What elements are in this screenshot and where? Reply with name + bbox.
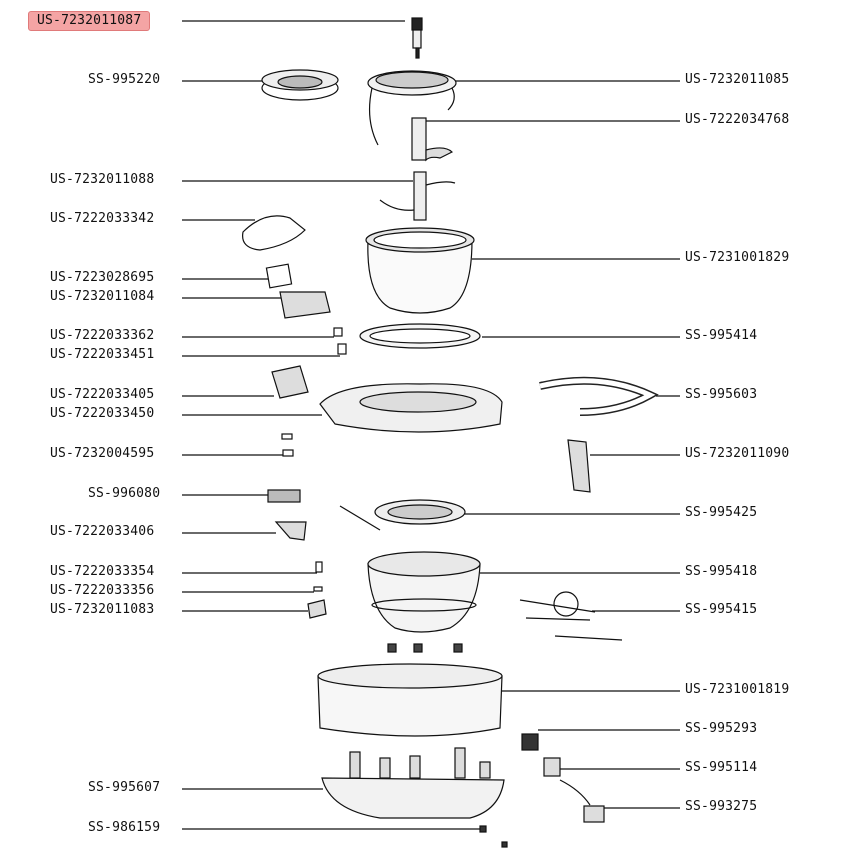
part-label-us-7223028695[interactable]: US-7223028695 [50,270,155,285]
connector-block-part [274,521,307,541]
outer-shell-part [317,663,503,737]
part-label-us-7232011085[interactable]: US-7232011085 [685,72,790,87]
foot-c-part [453,643,463,653]
part-label-ss-995603[interactable]: SS-995603 [685,387,758,402]
leader-lines [182,20,680,830]
screw-part [479,825,487,833]
part-label-us-7222033354[interactable]: US-7222033354 [50,564,155,579]
filter-part [267,489,301,503]
screw-b-part [501,841,508,848]
upper-housing-part [319,383,503,433]
part-label-ss-995425[interactable]: SS-995425 [685,505,758,520]
inner-pot-part [365,227,475,314]
part-label-us-7222033406[interactable]: US-7222033406 [50,524,155,539]
small-part-b [282,449,294,457]
part-label-us-7232011083[interactable]: US-7232011083 [50,602,155,617]
small-part-a [281,433,293,440]
part-label-us-7222034768[interactable]: US-7222034768 [685,112,790,127]
clip-c-part [315,561,323,573]
part-label-us-7222033356[interactable]: US-7222033356 [50,583,155,598]
part-label-us-7231001819[interactable]: US-7231001819 [685,682,790,697]
part-label-ss-995293[interactable]: SS-995293 [685,721,758,736]
clip-a-part [333,327,343,337]
part-label-us-7222033405[interactable]: US-7222033405 [50,387,155,402]
gasket-hose-part [539,376,659,416]
part-label-ss-995220[interactable]: SS-995220 [88,72,161,87]
seal-ring-part [359,323,481,349]
part-label-us-7222033342[interactable]: US-7222033342 [50,211,155,226]
clip-b-part [337,343,347,355]
part-label-us-7232011090[interactable]: US-7232011090 [685,446,790,461]
label-pad-part [265,263,293,289]
part-label-ss-993275[interactable]: SS-993275 [685,799,758,814]
part-label-us-7222033450[interactable]: US-7222033450 [50,406,155,421]
socket-part [543,757,561,777]
foot-b-part [413,643,423,653]
clip-d-part [313,586,323,592]
heating-plate-part [339,499,466,531]
control-cover-part [242,215,306,251]
steam-tube-part [379,117,456,221]
foot-a-part [387,643,397,653]
part-label-us-7222033451[interactable]: US-7222033451 [50,347,155,362]
pcb-part [279,291,331,319]
part-label-ss-996080[interactable]: SS-996080 [88,486,161,501]
part-label-us-7232011084[interactable]: US-7232011084 [50,289,155,304]
part-label-ss-995607[interactable]: SS-995607 [88,780,161,795]
part-label-ss-986159[interactable]: SS-986159 [88,820,161,835]
lid-ring-part [367,70,457,146]
part-label-us-7231001829[interactable]: US-7231001829 [685,250,790,265]
part-drawings [242,17,659,848]
part-label-us-7232004595[interactable]: US-7232004595 [50,446,155,461]
outer-pot-part [367,551,481,633]
base-part [321,747,505,819]
side-bracket-part [567,439,591,493]
part-label-ss-995114[interactable]: SS-995114 [685,760,758,775]
control-board-part [271,365,309,399]
part-label-ss-995414[interactable]: SS-995414 [685,328,758,343]
part-label-ss-995415[interactable]: SS-995415 [685,602,758,617]
part-label-us-7232011088[interactable]: US-7232011088 [50,172,155,187]
wiring-part [519,591,623,641]
part-label-ss-995418[interactable]: SS-995418 [685,564,758,579]
cord-part [559,779,591,806]
plug-part [583,805,605,823]
part-label-us-7222033362[interactable]: US-7222033362 [50,328,155,343]
sensor-block-part [307,599,327,619]
part-label-us-7232011087[interactable]: US-7232011087 [28,11,151,31]
inner-lid-part [261,69,339,101]
switch-part [521,733,539,751]
steam-valve-part [411,17,423,59]
